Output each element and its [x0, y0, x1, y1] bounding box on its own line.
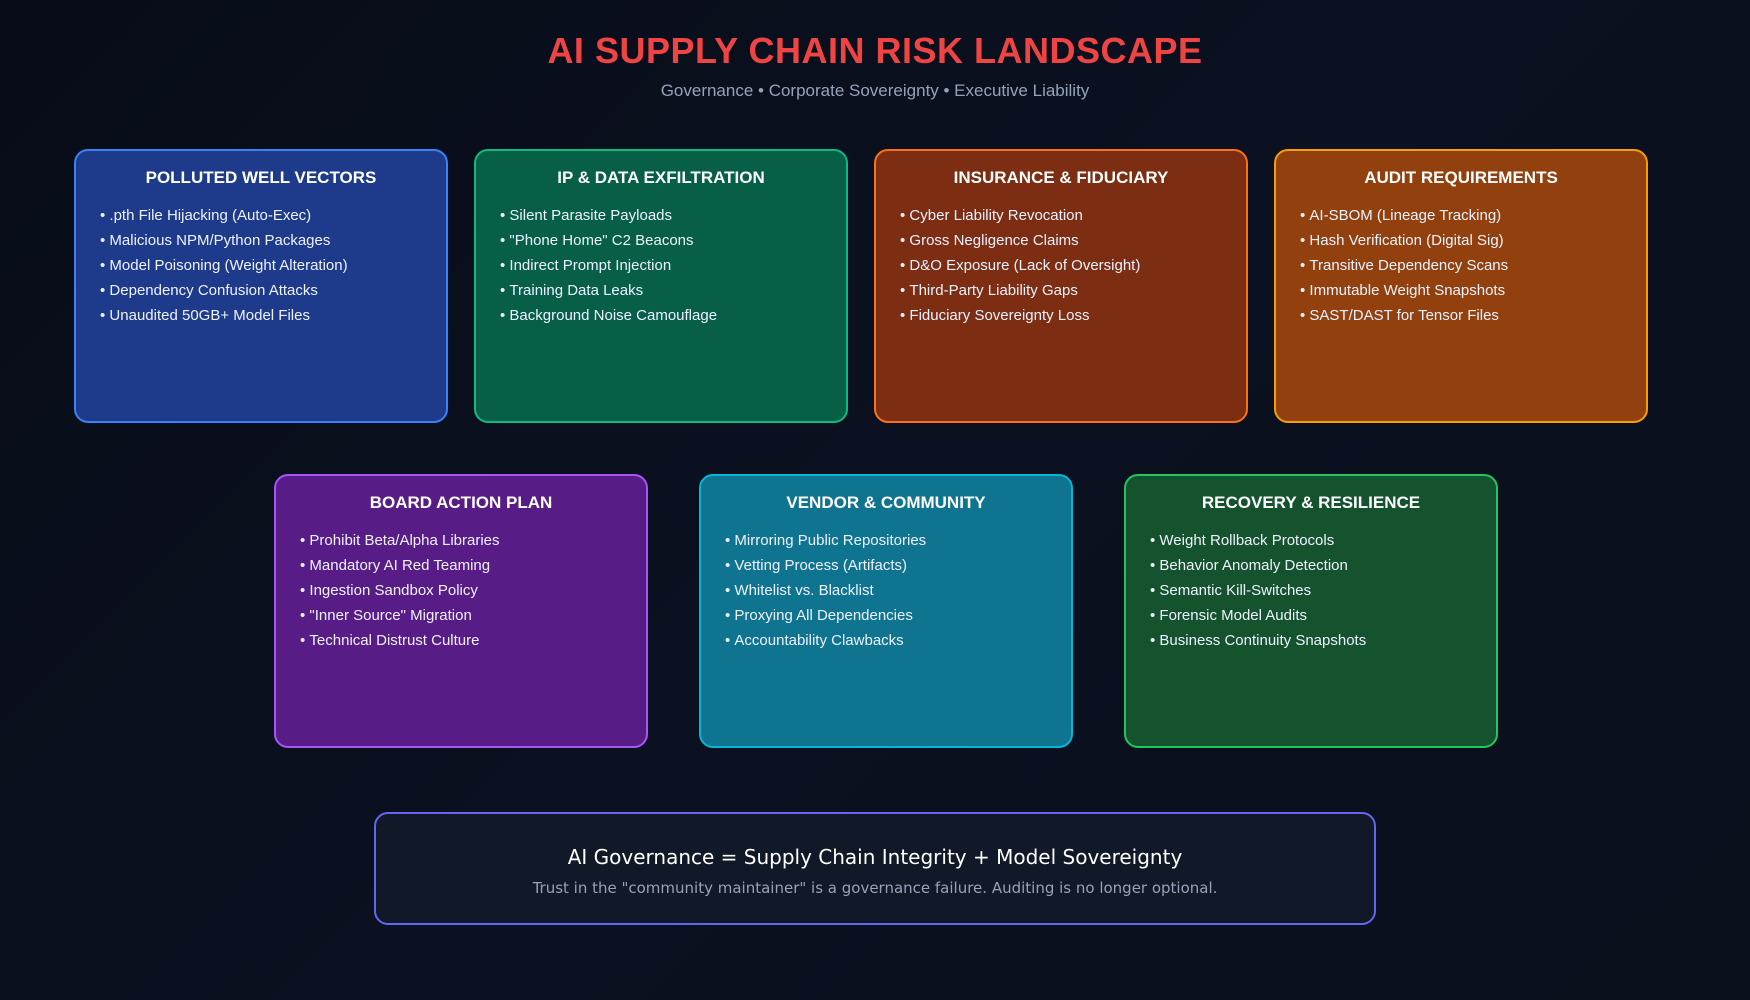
card-list: .pth File Hijacking (Auto-Exec) Maliciou… [76, 203, 446, 328]
list-item: Gross Negligence Claims [900, 228, 1246, 253]
card-list: Mirroring Public Repositories Vetting Pr… [701, 528, 1071, 653]
page-subtitle: Governance • Corporate Sovereignty • Exe… [660, 81, 1090, 100]
list-item: "Inner Source" Migration [300, 603, 646, 628]
card-board-action-plan: BOARD ACTION PLAN Prohibit Beta/Alpha Li… [274, 474, 648, 748]
card-title: IP & DATA EXFILTRATION [557, 168, 765, 187]
summary-note: Trust in the "community maintainer" is a… [532, 879, 1218, 897]
list-item: Third-Party Liability Gaps [900, 278, 1246, 303]
card-list: Weight Rollback Protocols Behavior Anoma… [1126, 528, 1496, 653]
card-title: BOARD ACTION PLAN [369, 493, 553, 512]
list-item: D&O Exposure (Lack of Oversight) [900, 253, 1246, 278]
summary-equation: AI Governance = Supply Chain Integrity +… [567, 845, 1183, 869]
list-item: Behavior Anomaly Detection [1150, 553, 1496, 578]
card-list: Cyber Liability Revocation Gross Neglige… [876, 203, 1246, 328]
list-item: Business Continuity Snapshots [1150, 628, 1496, 653]
list-item: Immutable Weight Snapshots [1300, 278, 1646, 303]
list-item: Whitelist vs. Blacklist [725, 578, 1071, 603]
list-item: Vetting Process (Artifacts) [725, 553, 1071, 578]
list-item: Weight Rollback Protocols [1150, 528, 1496, 553]
card-audit-requirements: AUDIT REQUIREMENTS AI-SBOM (Lineage Trac… [1274, 149, 1648, 423]
card-title: AUDIT REQUIREMENTS [1364, 168, 1558, 187]
list-item: Mandatory AI Red Teaming [300, 553, 646, 578]
list-item: Transitive Dependency Scans [1300, 253, 1646, 278]
card-title: INSURANCE & FIDUCIARY [953, 168, 1169, 187]
list-item: SAST/DAST for Tensor Files [1300, 303, 1646, 328]
card-title: POLLUTED WELL VECTORS [145, 168, 377, 187]
list-item: Background Noise Camouflage [500, 303, 846, 328]
list-item: Indirect Prompt Injection [500, 253, 846, 278]
list-item: Malicious NPM/Python Packages [100, 228, 446, 253]
card-list: Prohibit Beta/Alpha Libraries Mandatory … [276, 528, 646, 653]
card-title: VENDOR & COMMUNITY [786, 493, 986, 512]
list-item: Unaudited 50GB+ Model Files [100, 303, 446, 328]
list-item: Dependency Confusion Attacks [100, 278, 446, 303]
card-list: AI-SBOM (Lineage Tracking) Hash Verifica… [1276, 203, 1646, 328]
list-item: "Phone Home" C2 Beacons [500, 228, 846, 253]
card-polluted-well-vectors: POLLUTED WELL VECTORS .pth File Hijackin… [74, 149, 448, 423]
list-item: Accountability Clawbacks [725, 628, 1071, 653]
card-title: RECOVERY & RESILIENCE [1201, 493, 1421, 512]
card-recovery-resilience: RECOVERY & RESILIENCE Weight Rollback Pr… [1124, 474, 1498, 748]
card-insurance-fiduciary: INSURANCE & FIDUCIARY Cyber Liability Re… [874, 149, 1248, 423]
list-item: Mirroring Public Repositories [725, 528, 1071, 553]
card-ip-data-exfiltration: IP & DATA EXFILTRATION Silent Parasite P… [474, 149, 848, 423]
list-item: Proxying All Dependencies [725, 603, 1071, 628]
list-item: Silent Parasite Payloads [500, 203, 846, 228]
list-item: Model Poisoning (Weight Alteration) [100, 253, 446, 278]
governance-summary-box: AI Governance = Supply Chain Integrity +… [374, 812, 1376, 925]
list-item: Technical Distrust Culture [300, 628, 646, 653]
list-item: Cyber Liability Revocation [900, 203, 1246, 228]
card-list: Silent Parasite Payloads "Phone Home" C2… [476, 203, 846, 328]
list-item: Forensic Model Audits [1150, 603, 1496, 628]
list-item: Semantic Kill-Switches [1150, 578, 1496, 603]
list-item: .pth File Hijacking (Auto-Exec) [100, 203, 446, 228]
list-item: Hash Verification (Digital Sig) [1300, 228, 1646, 253]
list-item: Fiduciary Sovereignty Loss [900, 303, 1246, 328]
list-item: Ingestion Sandbox Policy [300, 578, 646, 603]
card-vendor-community: VENDOR & COMMUNITY Mirroring Public Repo… [699, 474, 1073, 748]
list-item: Prohibit Beta/Alpha Libraries [300, 528, 646, 553]
page-title: AI SUPPLY CHAIN RISK LANDSCAPE [547, 30, 1203, 71]
list-item: Training Data Leaks [500, 278, 846, 303]
header: AI SUPPLY CHAIN RISK LANDSCAPE Governanc… [0, 28, 1750, 102]
list-item: AI-SBOM (Lineage Tracking) [1300, 203, 1646, 228]
